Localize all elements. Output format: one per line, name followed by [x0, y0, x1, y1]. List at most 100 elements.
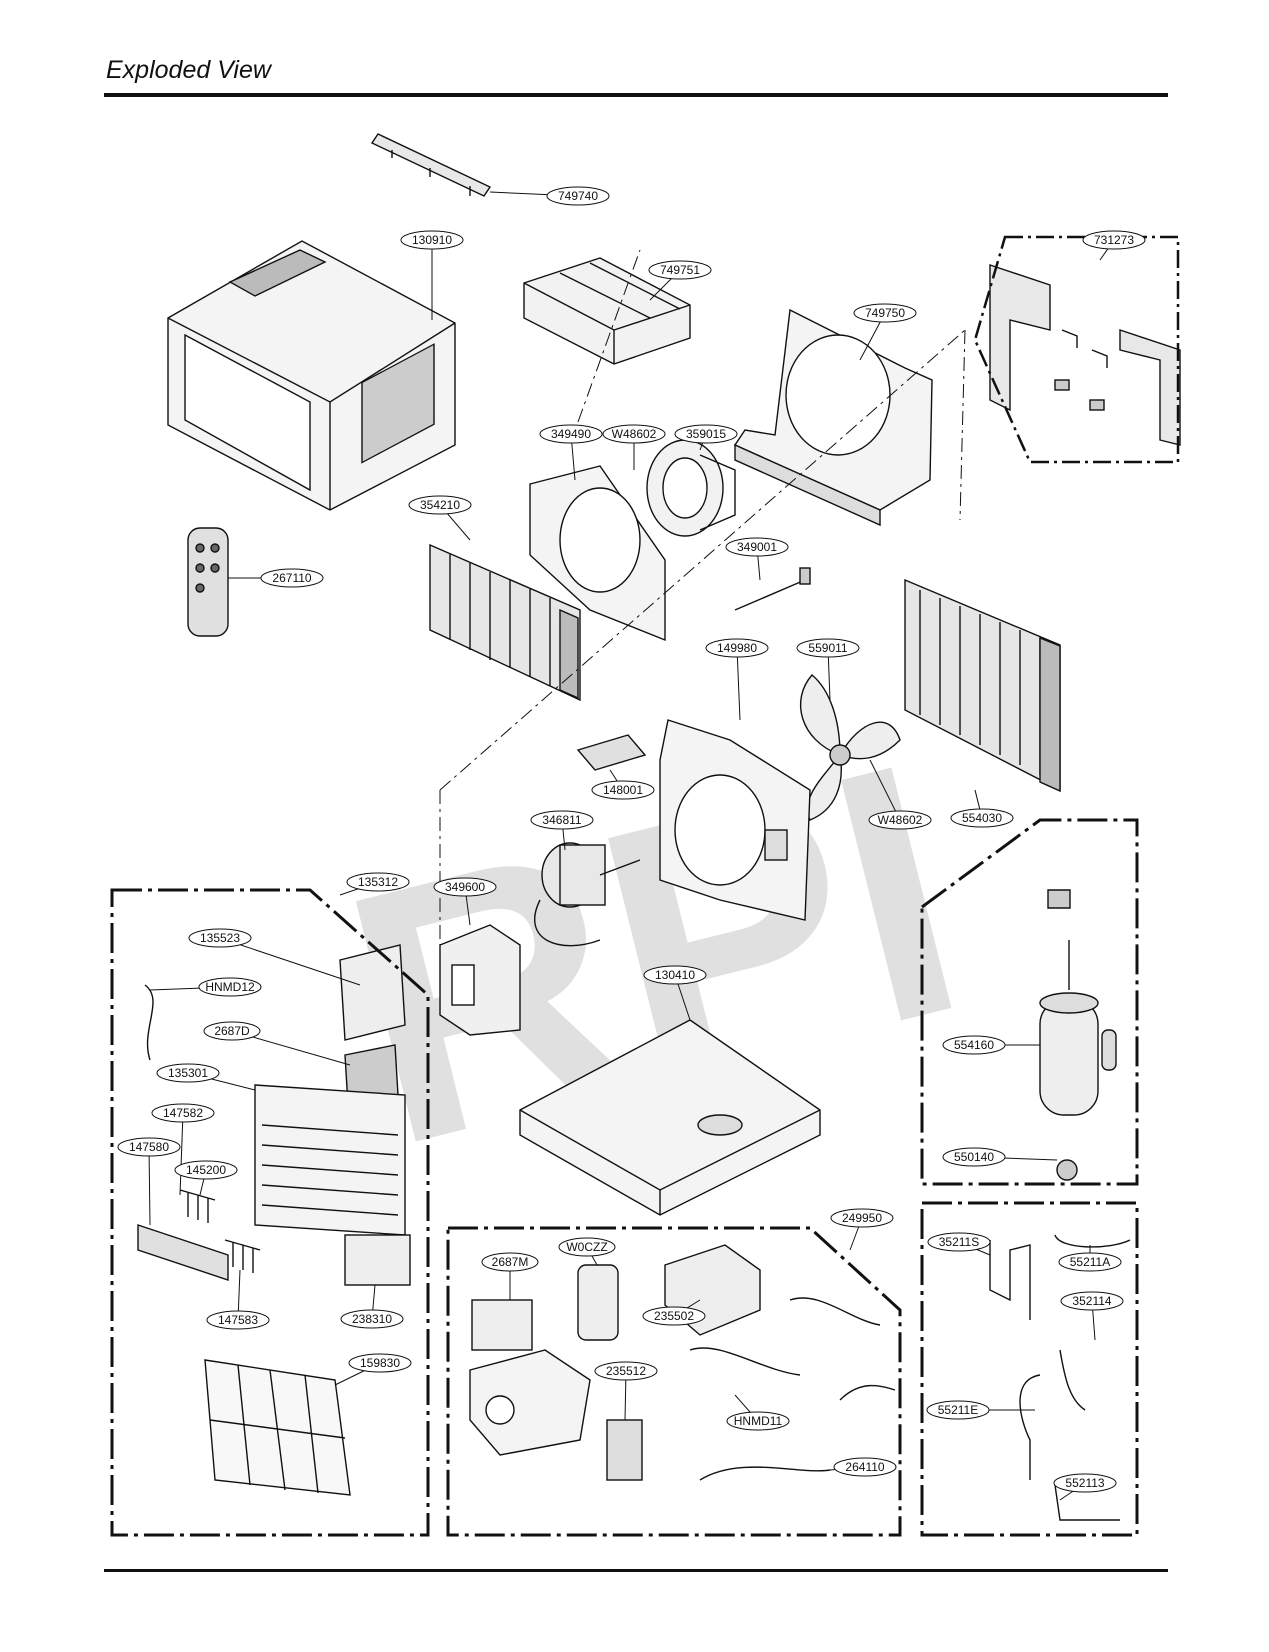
callout-oval	[546, 186, 610, 206]
part-callout: 235512	[594, 1361, 658, 1421]
callout-oval	[796, 638, 860, 658]
callout-leader-line	[219, 937, 361, 986]
part-number-label: 359015	[686, 427, 726, 441]
part-number-label: 349600	[445, 880, 485, 894]
remote-control-drawing	[187, 527, 229, 637]
part-callout: 145200	[174, 1160, 238, 1196]
callout-oval	[868, 810, 932, 830]
header-rule	[104, 93, 1168, 97]
callout-oval	[648, 260, 712, 280]
part-callout: 55211A	[1058, 1245, 1122, 1272]
callout-oval	[942, 1147, 1006, 1167]
condenser-coil-drawing	[904, 578, 1061, 793]
shroud-drawing	[733, 308, 933, 527]
compressor-box-frame	[920, 818, 1139, 1186]
part-number-label: 55211E	[938, 1403, 978, 1417]
part-callout: 354210	[408, 495, 472, 541]
part-number-label: 749751	[660, 263, 700, 277]
part-callout: 249950	[830, 1208, 894, 1251]
part-number-label: 159830	[360, 1356, 400, 1370]
part-callout: 2687D	[203, 1021, 351, 1066]
part-callout: 130410	[643, 965, 707, 1021]
callout-oval	[602, 424, 666, 444]
callout-oval	[260, 568, 324, 588]
part-number-label: 235512	[606, 1364, 646, 1378]
part-callout: 559011	[796, 638, 860, 701]
part-number-label: 554160	[954, 1038, 994, 1052]
part-callout: 264110	[829, 1457, 897, 1477]
side-curtain-drawing	[989, 264, 1181, 446]
part-labels: 749740 130910 749751 749750 731273 349490 W486…	[117, 186, 1146, 1501]
callout-oval	[726, 1411, 790, 1431]
callout-oval	[927, 1232, 991, 1252]
part-callout: 148001	[591, 769, 655, 800]
callout-oval	[156, 1063, 220, 1083]
callout-oval	[117, 1137, 181, 1157]
part-number-label: HNMD12	[205, 980, 255, 994]
part-callout: 346811	[530, 810, 594, 851]
callout-oval	[206, 1310, 270, 1330]
callout-oval	[340, 1309, 404, 1329]
part-callout: 238310	[340, 1284, 404, 1329]
trim-bar-drawing	[370, 133, 492, 197]
callout-oval	[530, 810, 594, 830]
part-number-label: 2687M	[492, 1255, 529, 1269]
part-callout: 267110	[228, 568, 324, 588]
part-number-label: 352114	[1072, 1294, 1111, 1308]
part-number-label: W48602	[612, 427, 657, 441]
part-callout: 349001	[725, 537, 789, 581]
part-callout: W48602	[602, 424, 666, 470]
part-callout: 135523	[188, 928, 361, 986]
page-title: Exploded View	[106, 56, 271, 84]
callout-oval	[705, 638, 769, 658]
callout-oval	[853, 303, 917, 323]
part-callout: 147580	[117, 1137, 181, 1226]
part-number-label: 135523	[200, 931, 240, 945]
callout-oval	[174, 1160, 238, 1180]
electrical-parts-drawing	[469, 1244, 896, 1481]
part-callout: W0CZZ	[558, 1237, 616, 1266]
callout-oval	[926, 1400, 990, 1420]
control-assembly-drawing	[137, 944, 411, 1496]
part-number-label: 135301	[168, 1066, 208, 1080]
fan-motor-drawing	[534, 842, 641, 947]
part-callout: 235502	[642, 1299, 706, 1326]
part-callout: 135312	[339, 872, 410, 896]
part-callout: 554030	[950, 789, 1014, 828]
electrical-box-frame	[446, 1226, 902, 1537]
part-callout: 159830	[334, 1353, 412, 1386]
part-number-label: 130910	[412, 233, 452, 247]
callout-oval	[725, 537, 789, 557]
fan-housing-drawing	[529, 465, 666, 642]
part-callout: 749750	[853, 303, 917, 361]
callout-leader-line	[179, 1112, 184, 1196]
callout-leader-line	[869, 759, 901, 821]
part-number-label: 149980	[717, 641, 757, 655]
part-number-label: 238310	[352, 1312, 392, 1326]
side-curtain-box-frame	[973, 235, 1180, 464]
part-number-label: 249950	[842, 1211, 882, 1225]
callout-oval	[1053, 1473, 1117, 1493]
callout-oval	[942, 1035, 1006, 1055]
part-callout: 2687M	[481, 1252, 539, 1300]
cabinet-drawing	[167, 240, 456, 511]
callout-leader-line	[736, 647, 741, 721]
part-callout: 749751	[648, 260, 712, 301]
motor-bracket-drawing	[439, 924, 521, 1036]
part-number-label: 354210	[420, 498, 460, 512]
part-number-label: 731273	[1094, 233, 1134, 247]
part-callout: 749740	[489, 186, 610, 206]
callout-oval	[481, 1252, 539, 1272]
control-box-frame	[110, 888, 430, 1537]
part-number-label: 135312	[358, 875, 398, 889]
compressor-drawing	[1039, 889, 1117, 1181]
part-callout: 552113	[1053, 1473, 1117, 1501]
part-number-label: 559011	[808, 641, 847, 655]
part-callout: 349490	[539, 424, 603, 481]
part-callout: 147583	[206, 1269, 270, 1330]
callout-oval	[1060, 1291, 1124, 1311]
part-callout: 135301	[156, 1063, 256, 1091]
part-number-label: 235502	[654, 1309, 694, 1323]
callout-oval	[833, 1457, 897, 1477]
part-number-label: 130410	[655, 968, 695, 982]
